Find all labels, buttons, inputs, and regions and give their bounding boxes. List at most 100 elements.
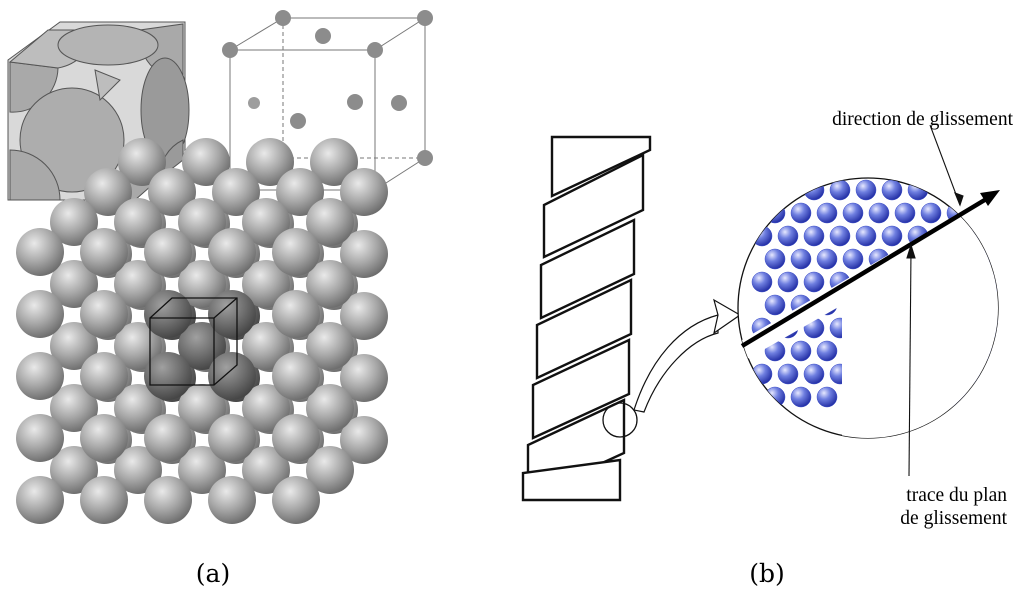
packed-sphere: [340, 168, 388, 216]
atom: [829, 225, 851, 247]
packed-sphere: [50, 384, 98, 432]
packed-sphere: [144, 228, 192, 276]
packed-sphere: [178, 446, 226, 494]
zoom-view: [737, 177, 1015, 439]
slip-direction-arrow: [740, 190, 1000, 348]
panel-b-caption: (b): [749, 559, 785, 588]
magnified-region-marker: [602, 402, 638, 438]
atom: [751, 179, 773, 201]
atom: [881, 179, 903, 201]
atom: [816, 202, 838, 224]
packed-sphere: [242, 446, 290, 494]
atom: [764, 248, 786, 270]
packed-sphere: [178, 198, 226, 246]
slipped-crystal-column: [521, 135, 652, 502]
packed-sphere: [50, 322, 98, 370]
packed-sphere: [144, 290, 192, 338]
packed-sphere: [208, 290, 256, 338]
atom: [816, 248, 838, 270]
packed-sphere: [276, 168, 324, 216]
zoom-arrow: [633, 298, 742, 413]
packed-sphere: [144, 476, 192, 524]
atom: [881, 225, 903, 247]
atom: [764, 386, 786, 408]
packed-sphere: [80, 414, 128, 462]
atom: [764, 202, 786, 224]
packed-sphere: [178, 384, 226, 432]
atom: [842, 248, 864, 270]
packed-sphere: [208, 228, 256, 276]
packed-sphere: [114, 384, 162, 432]
atom: [855, 225, 877, 247]
atom: [933, 179, 955, 201]
atom: [764, 294, 786, 316]
packed-sphere: [80, 290, 128, 338]
slip-direction-label: direction de glissement: [832, 109, 1013, 130]
packed-sphere: [340, 230, 388, 278]
packed-sphere: [242, 260, 290, 308]
atom: [999, 341, 1015, 361]
packed-sphere: [306, 384, 354, 432]
packed-sphere: [306, 322, 354, 370]
atom: [790, 248, 812, 270]
packed-sphere: [272, 476, 320, 524]
atom: [803, 225, 825, 247]
atom: [842, 202, 864, 224]
packed-sphere: [50, 198, 98, 246]
packed-sphere: [272, 352, 320, 400]
packed-sphere: [16, 352, 64, 400]
packed-sphere: [182, 138, 230, 186]
packed-sphere: [242, 198, 290, 246]
packed-sphere: [272, 228, 320, 276]
atom: [999, 387, 1015, 407]
packed-sphere: [208, 476, 256, 524]
packed-sphere: [306, 198, 354, 246]
atom: [985, 363, 998, 385]
packed-sphere: [118, 138, 166, 186]
atom: [803, 179, 825, 201]
atom: [868, 202, 890, 224]
packed-sphere: [310, 138, 358, 186]
atom: [985, 225, 998, 247]
atom: [816, 386, 838, 408]
packed-sphere: [272, 414, 320, 462]
packed-sphere: [208, 352, 256, 400]
atom: [790, 340, 812, 362]
atom: [816, 340, 838, 362]
atom: [972, 386, 994, 408]
atom: [777, 225, 799, 247]
atom: [907, 179, 929, 201]
atom: [803, 363, 825, 385]
atom: [790, 386, 812, 408]
packed-sphere: [148, 168, 196, 216]
leader-lines: [906, 124, 964, 477]
packed-sphere: [272, 290, 320, 338]
packed-sphere: [16, 414, 64, 462]
packed-sphere: [114, 260, 162, 308]
packed-sphere: [340, 292, 388, 340]
packed-sphere: [84, 168, 132, 216]
atom: [751, 363, 773, 385]
atom: [790, 202, 812, 224]
atom: [920, 202, 942, 224]
panel-a: (a): [7, 10, 433, 588]
packed-sphere: [114, 198, 162, 246]
packed-sphere: [16, 228, 64, 276]
atom: [855, 179, 877, 201]
atom: [803, 271, 825, 293]
packed-sphere: [80, 476, 128, 524]
packed-sphere: [80, 228, 128, 276]
packed-sphere: [340, 354, 388, 402]
atom: [751, 271, 773, 293]
packed-sphere: [16, 290, 64, 338]
atom: [999, 295, 1015, 315]
atom: [999, 249, 1015, 269]
packed-sphere: [208, 414, 256, 462]
packed-sphere: [144, 352, 192, 400]
close-packed-sphere-stack: [16, 138, 388, 524]
atom: [777, 179, 799, 201]
packed-sphere: [114, 446, 162, 494]
slip-plane-trace-label-1: trace du plan: [906, 485, 1007, 506]
packed-sphere: [144, 414, 192, 462]
